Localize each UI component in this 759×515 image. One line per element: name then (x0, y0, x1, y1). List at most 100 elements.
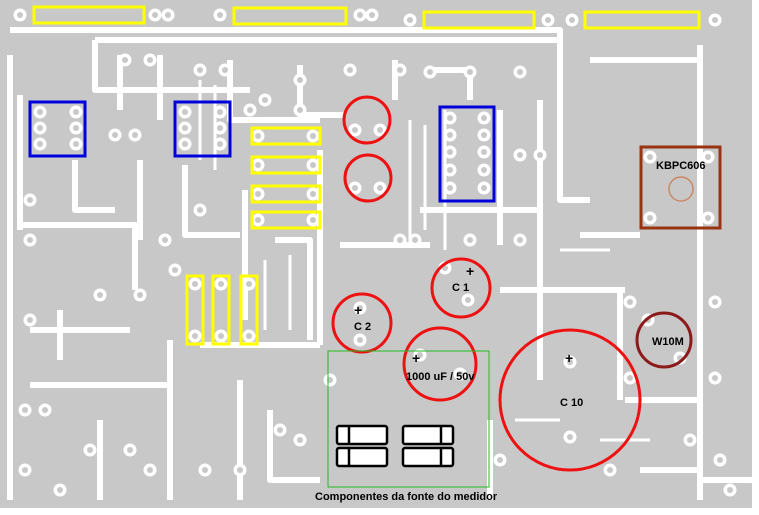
solder-pad-ring (537, 152, 543, 158)
resistor-mid-4 (250, 210, 322, 230)
solder-pad-ring (202, 467, 208, 473)
meter-part-3 (401, 424, 455, 446)
capacitor-c1 (430, 257, 492, 319)
solder-pad-ring (255, 162, 261, 168)
solder-pad-ring (255, 133, 261, 139)
solder-pad-ring (447, 115, 453, 121)
solder-pad-ring (217, 141, 223, 147)
meter-area-outline (327, 350, 490, 488)
solder-pad-ring (247, 107, 253, 113)
solder-pad-ring (162, 237, 168, 243)
solder-pad-ring (246, 281, 252, 287)
solder-pad-ring (717, 457, 723, 463)
solder-pad-ring (262, 97, 268, 103)
ic-u2 (173, 100, 232, 158)
solder-pad-ring (627, 375, 633, 381)
solder-pad-ring (517, 69, 523, 75)
solder-pad-ring (357, 337, 363, 343)
solder-pad-ring (567, 359, 573, 365)
solder-pad-ring (255, 191, 261, 197)
solder-pad-ring (182, 125, 188, 131)
board-edge-right (752, 0, 759, 515)
board-edge-bottom (0, 508, 759, 515)
solder-pad-ring (377, 127, 383, 133)
label-w10m: W10M (652, 336, 684, 348)
solder-pad-ring (277, 427, 283, 433)
solder-pad-ring (457, 371, 463, 377)
solder-pad-ring (310, 217, 316, 223)
resistor-top-1 (32, 5, 146, 25)
solder-pad-ring (467, 69, 473, 75)
polarity-c10: + (565, 350, 573, 366)
label-c10: C 10 (560, 397, 583, 409)
solder-pad-ring (310, 191, 316, 197)
solder-pad-ring (222, 67, 228, 73)
solder-pads (13, 8, 737, 497)
solder-pad-ring (297, 77, 303, 83)
solder-pad-ring (481, 149, 487, 155)
solder-pad-ring (352, 127, 358, 133)
solder-pad-ring (37, 141, 43, 147)
meter-area-caption: Componentes da fonte do medidor (315, 491, 498, 503)
ic-u3 (438, 105, 496, 203)
solder-pad-ring (127, 447, 133, 453)
solder-pad-ring (17, 12, 23, 18)
solder-pad-ring (447, 149, 453, 155)
solder-pad-ring (73, 141, 79, 147)
polarity-1000uf: + (412, 350, 420, 366)
solder-pad-ring (197, 207, 203, 213)
solder-pad-ring (218, 333, 224, 339)
solder-pad-ring (412, 237, 418, 243)
solder-pad-ring (182, 109, 188, 115)
solder-pad-ring (481, 185, 487, 191)
solder-pad-ring (465, 297, 471, 303)
solder-pad-ring (517, 152, 523, 158)
solder-pad-ring (112, 132, 118, 138)
bridge-kbpc-hole (668, 176, 694, 202)
resistor-vert-3 (239, 274, 259, 346)
solder-pad-ring (705, 154, 711, 160)
resistor-top-3 (422, 10, 536, 30)
solder-pad-ring (447, 167, 453, 173)
solder-pad-ring (369, 12, 375, 18)
resistor-vert-2 (211, 274, 231, 346)
solder-pad-ring (407, 17, 413, 23)
solder-pad-ring (647, 154, 653, 160)
solder-pad-ring (22, 407, 28, 413)
solder-pad-ring (727, 487, 733, 493)
resistor-mid-1 (250, 126, 322, 146)
bridge-w10m-outline (635, 311, 693, 369)
solder-pad-ring (357, 12, 363, 18)
solder-pad-ring (607, 467, 613, 473)
solder-pad-ring (627, 299, 633, 305)
capacitor-c2 (331, 292, 393, 354)
solder-pad-ring (310, 133, 316, 139)
solder-pad-ring (687, 437, 693, 443)
resistor-top-4 (583, 10, 701, 30)
solder-pad-ring (712, 375, 718, 381)
solder-pad-ring (712, 299, 718, 305)
solder-pad-ring (347, 67, 353, 73)
solder-pad-ring (122, 57, 128, 63)
capacitor-small-2 (343, 153, 393, 203)
solder-pad-ring (567, 434, 573, 440)
solder-pad-ring (297, 107, 303, 113)
capacitor-1000uf (402, 326, 478, 402)
solder-pad-ring (37, 125, 43, 131)
solder-pad-ring (73, 109, 79, 115)
resistor-top-2 (232, 6, 348, 26)
label-kbpc606: KBPC606 (656, 160, 706, 172)
solder-pad-ring (165, 12, 171, 18)
bridge-kbpc-outline (639, 145, 722, 230)
solder-pad-ring (481, 115, 487, 121)
resistor-mid-3 (250, 184, 322, 204)
solder-pad-ring (87, 447, 93, 453)
solder-pad-ring (569, 17, 575, 23)
solder-pad-ring (132, 132, 138, 138)
solder-pad-ring (192, 333, 198, 339)
solder-pad-ring (647, 215, 653, 221)
solder-pad-ring (182, 141, 188, 147)
solder-pad-ring (57, 487, 63, 493)
solder-pad-ring (197, 67, 203, 73)
solder-pad-ring (397, 67, 403, 73)
